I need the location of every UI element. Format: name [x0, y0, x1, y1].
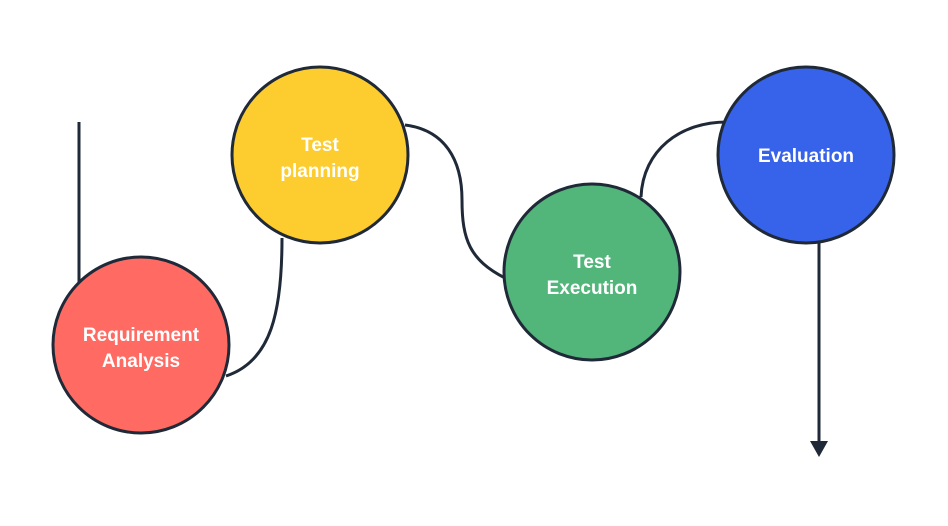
- stage-requirement-analysis: Requirement Analysis: [51, 255, 231, 435]
- stage-label: Test: [301, 135, 339, 156]
- end-arrow-icon: [810, 441, 828, 457]
- stage-label: Evaluation: [758, 146, 854, 167]
- stage-circle: [230, 65, 410, 245]
- stage-circle: [51, 255, 231, 435]
- stage-label: Test: [573, 252, 611, 273]
- stage-test-execution: Test Execution: [502, 182, 682, 362]
- stage-circle: [716, 65, 896, 245]
- stage-label: Analysis: [102, 351, 180, 372]
- stage-label: Execution: [547, 278, 638, 299]
- connector-planning-to-execution: [404, 123, 506, 280]
- stage-label: planning: [280, 161, 359, 182]
- stage-evaluation: Evaluation: [716, 65, 896, 245]
- stage-test-planning: Test planning: [230, 65, 410, 245]
- stage-label: Requirement: [83, 325, 200, 346]
- connector-execution-to-evaluation: [639, 120, 728, 198]
- connector-analysis-to-planning: [225, 237, 284, 378]
- stage-circle: [502, 182, 682, 362]
